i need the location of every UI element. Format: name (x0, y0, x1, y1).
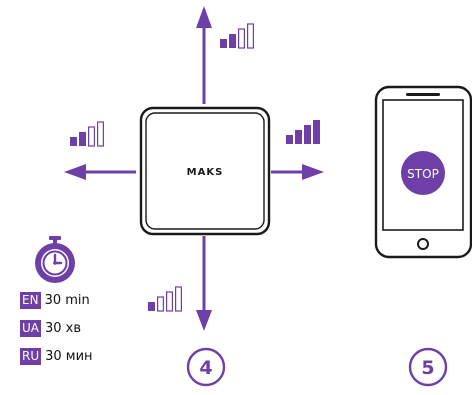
signal-strength-icon (70, 121, 105, 147)
phone: STOP (374, 85, 472, 259)
arrow-left (64, 164, 136, 180)
stop-button-label: STOP (407, 167, 439, 181)
stop-button[interactable]: STOP (401, 151, 445, 195)
signal-bar (304, 125, 311, 144)
arrow-up (196, 6, 212, 104)
signal-bar (88, 126, 96, 147)
device-label: MAKS (187, 167, 224, 178)
duration-text: 30 мин (45, 348, 93, 364)
signal-bar (166, 291, 174, 312)
duration-row-ua: UA 30 хв (20, 319, 81, 337)
duration-row-ru: RU 30 мин (20, 347, 93, 365)
step-5-marker: 5 (408, 347, 448, 387)
duration-text: 30 хв (45, 320, 82, 336)
signal-bar (229, 34, 236, 48)
signal-strength-icon (286, 120, 320, 144)
signal-bar (79, 132, 86, 146)
step-number: 5 (421, 357, 434, 379)
duration-text: 30 min (44, 292, 90, 308)
signal-bar (148, 302, 155, 311)
stopwatch-icon (35, 236, 75, 283)
signal-bar (247, 23, 255, 49)
signal-bar (286, 135, 293, 144)
step-4-marker: 4 (186, 347, 226, 387)
duration-row-en: EN 30 min (20, 291, 90, 309)
language-badge: UA (20, 319, 41, 337)
signal-bar (97, 121, 105, 147)
signal-bar (295, 130, 302, 144)
step-number: 4 (199, 357, 212, 379)
signal-bar (70, 137, 77, 146)
signal-bar (313, 120, 320, 144)
signal-strength-icon (148, 286, 183, 312)
arrow-right (271, 164, 324, 180)
signal-bar (238, 28, 246, 49)
hub-device: MAKS (139, 106, 271, 236)
language-badge: RU (20, 347, 42, 365)
signal-strength-icon (220, 23, 255, 49)
arrow-down (196, 236, 212, 331)
signal-bar (220, 39, 227, 48)
signal-bar (175, 286, 183, 312)
language-badge: EN (20, 291, 41, 309)
signal-bar (157, 296, 165, 312)
